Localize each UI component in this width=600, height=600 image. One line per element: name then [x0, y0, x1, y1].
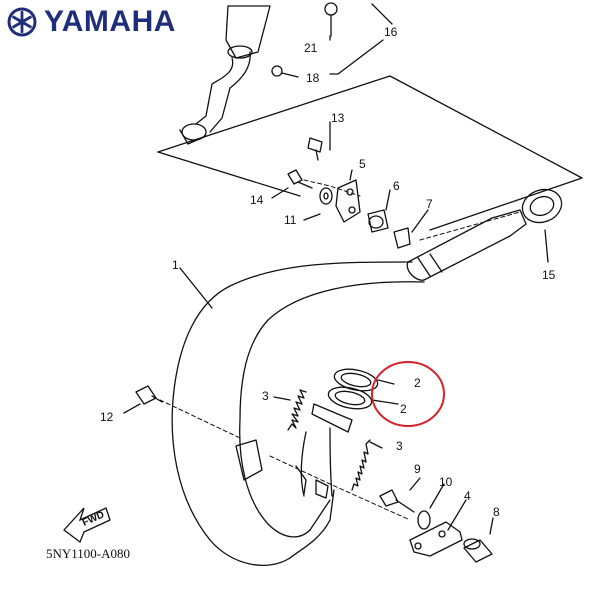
callout-9: 9 — [414, 462, 421, 476]
damper-8 — [463, 538, 493, 563]
fwd-arrow-icon: FWD — [63, 507, 111, 544]
callout-1: 1 — [172, 258, 179, 272]
callout-6: 6 — [393, 179, 400, 193]
joint-pipe — [406, 209, 527, 281]
callout-8: 8 — [493, 505, 500, 519]
callout-15: 15 — [542, 268, 556, 282]
bolt-13 — [307, 137, 323, 161]
exhaust-pipe-1 — [171, 261, 425, 566]
callout-11: 11 — [284, 213, 297, 227]
leader-2-lower — [371, 399, 399, 405]
yamaha-emblem-icon — [7, 7, 37, 37]
callout-2-upper: 2 — [414, 376, 421, 390]
callout-12: 12 — [100, 410, 114, 424]
callout-3-lower: 3 — [396, 439, 403, 453]
diagram-code: 5NY1100-A080 — [46, 546, 131, 561]
gasket-15 — [521, 188, 563, 224]
gasket-2-upper — [333, 368, 379, 392]
bolt-9 — [379, 489, 415, 513]
callout-10: 10 — [439, 475, 453, 489]
bolt-18 — [271, 65, 299, 78]
collar-10 — [417, 510, 431, 530]
spring-3-lower — [351, 439, 371, 491]
brand-name: YAMAHA — [44, 5, 176, 38]
alignment-lines — [159, 179, 521, 521]
bracket-5 — [335, 179, 361, 223]
callout-14: 14 — [250, 193, 264, 207]
bracket-4 — [409, 521, 463, 557]
callout-3-upper: 3 — [262, 389, 269, 403]
pipe-mount-bracket — [235, 439, 329, 499]
bolt-21 — [324, 2, 338, 37]
gasket-2-lower — [327, 386, 373, 410]
callout-13: 13 — [331, 111, 345, 125]
washer-11 — [319, 187, 333, 205]
brand-header: YAMAHA — [6, 4, 176, 40]
spring-3-upper — [287, 389, 307, 431]
highlight-circle — [371, 361, 445, 427]
assembly-frame-outline — [157, 75, 583, 231]
leader-lines — [123, 3, 549, 535]
grommet-6 — [367, 209, 389, 233]
bolt-14 — [287, 169, 313, 189]
callout-4: 4 — [464, 489, 471, 503]
callout-labels: 21 16 18 13 5 6 7 14 11 15 1 3 2 2 3 12 … — [100, 25, 556, 519]
callout-16: 16 — [384, 25, 398, 39]
callout-7: 7 — [426, 197, 433, 211]
silencer — [179, 5, 271, 145]
collar-7 — [393, 227, 411, 249]
callout-5: 5 — [359, 157, 366, 171]
leader-2-upper — [377, 379, 395, 385]
callout-21: 21 — [304, 41, 318, 55]
callout-2-lower: 2 — [400, 402, 407, 416]
bolt-12 — [135, 385, 163, 405]
callout-18: 18 — [306, 71, 320, 85]
